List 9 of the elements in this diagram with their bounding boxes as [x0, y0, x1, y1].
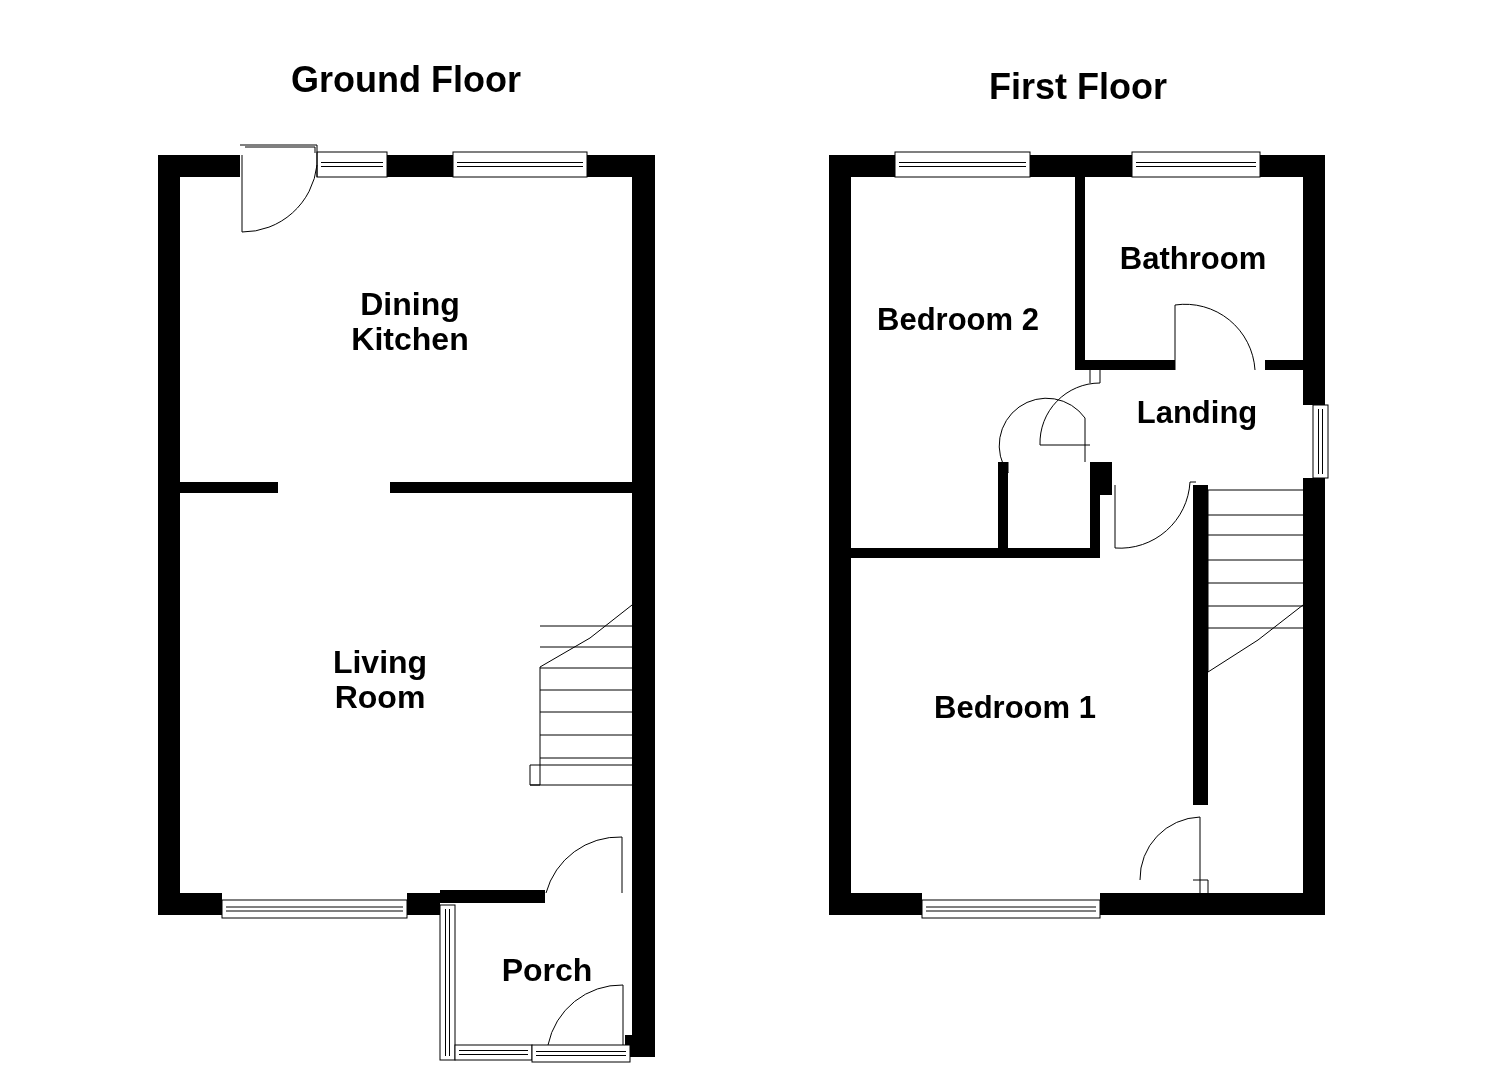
room-label: Living Room: [332, 644, 428, 716]
room-label: Bedroom 2: [877, 302, 1039, 338]
room-label: Dining Kitchen: [351, 286, 469, 358]
room-label: Porch: [501, 953, 593, 989]
room-label: Bedroom 1: [934, 690, 1096, 726]
room-label: Landing: [1136, 395, 1258, 431]
floor-heading: Ground Floor: [291, 60, 521, 100]
floor-heading: First Floor: [989, 67, 1167, 107]
room-label: Bathroom: [1119, 241, 1267, 277]
